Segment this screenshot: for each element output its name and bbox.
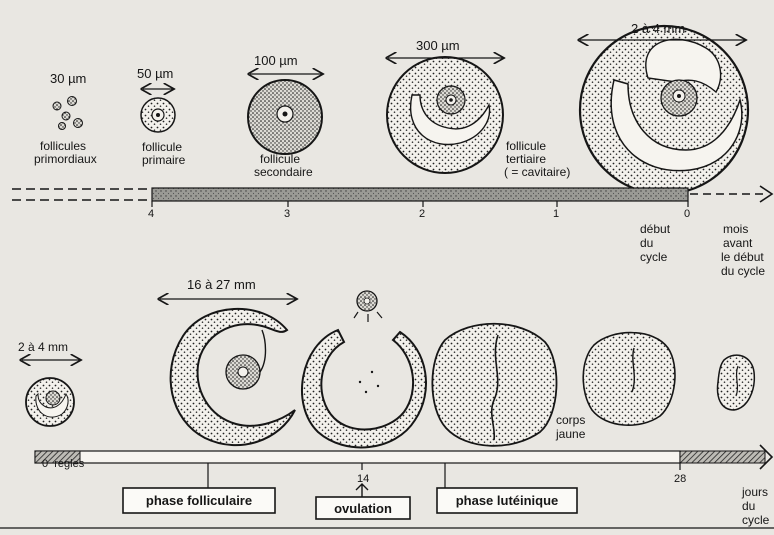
small-antral-follicle-illustration	[26, 378, 74, 426]
bottom-tick-28: 28	[674, 473, 686, 485]
top-tick-0: 0	[684, 208, 690, 220]
primary-size-label: 50 µm	[137, 66, 173, 81]
preovulatory-size-label: 16 à 27 mm	[187, 277, 256, 292]
ovulation-box: ovulation	[316, 497, 410, 519]
top-tick-1: 1	[553, 208, 559, 220]
corpus-luteum-label: corps jaune	[555, 413, 589, 441]
corpus-albicans-illustration	[718, 355, 755, 410]
phase-folliculaire-label: phase folliculaire	[146, 493, 252, 508]
secondary-size-label: 100 µm	[254, 53, 298, 68]
primary-follicle-illustration	[141, 98, 175, 132]
tertiary-follicle-label: follicule tertiaire ( = cavitaire)	[504, 139, 570, 179]
primordial-follicles-illustration	[53, 97, 83, 130]
top-timeline-axis	[12, 186, 772, 207]
top-tick-3: 3	[284, 208, 290, 220]
secondary-follicle-illustration	[248, 80, 322, 154]
small-follicle-size-label: 2 à 4 mm	[18, 340, 68, 354]
primary-follicle-label: follicule primaire	[142, 140, 186, 167]
ovulation-label: ovulation	[334, 501, 392, 516]
secondary-follicle-label: follicule secondaire	[254, 152, 313, 179]
primordial-follicle-label: follicules primordiaux	[34, 139, 97, 166]
top-tick-2: 2	[419, 208, 425, 220]
cycle-start-label: début du cycle	[640, 222, 673, 264]
bottom-tick-14: 14	[357, 473, 369, 485]
bottom-timeline-start-label: 0 regles	[42, 458, 85, 470]
antral-follicle-illustration	[580, 26, 748, 194]
top-axis-unit-label: mois avant le début du cycle	[721, 222, 767, 278]
preovulatory-follicle-illustration	[171, 309, 295, 445]
tertiary-follicle-illustration	[387, 57, 503, 173]
phase-folliculaire-box: phase folliculaire	[123, 488, 275, 513]
top-tick-4: 4	[148, 208, 154, 220]
bottom-axis-unit-label: jours du cycle	[741, 485, 771, 527]
corpus-luteum-illustration	[432, 324, 556, 446]
ovulating-follicle-illustration	[302, 291, 426, 447]
phase-luteinique-box: phase lutéinique	[437, 488, 577, 513]
regressing-corpus-luteum-illustration	[583, 333, 675, 426]
tertiary-size-label: 300 µm	[416, 38, 460, 53]
primordial-size-label: 30 µm	[50, 71, 86, 86]
mature-size-label: 2 à 4 mm	[631, 21, 685, 36]
phase-luteinique-label: phase lutéinique	[456, 493, 559, 508]
